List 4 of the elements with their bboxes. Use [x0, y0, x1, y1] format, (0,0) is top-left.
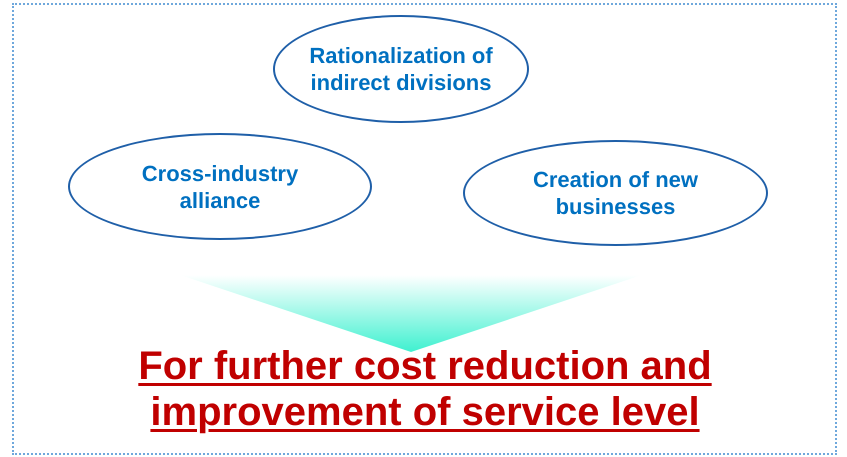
conclusion-heading: For further cost reduction and improvement of service level	[137, 343, 713, 435]
node-label: Cross-industry alliance	[140, 160, 300, 214]
node-label: Creation of new businesses	[532, 166, 699, 220]
node-label: Rationalization of indirect divisions	[308, 42, 494, 96]
